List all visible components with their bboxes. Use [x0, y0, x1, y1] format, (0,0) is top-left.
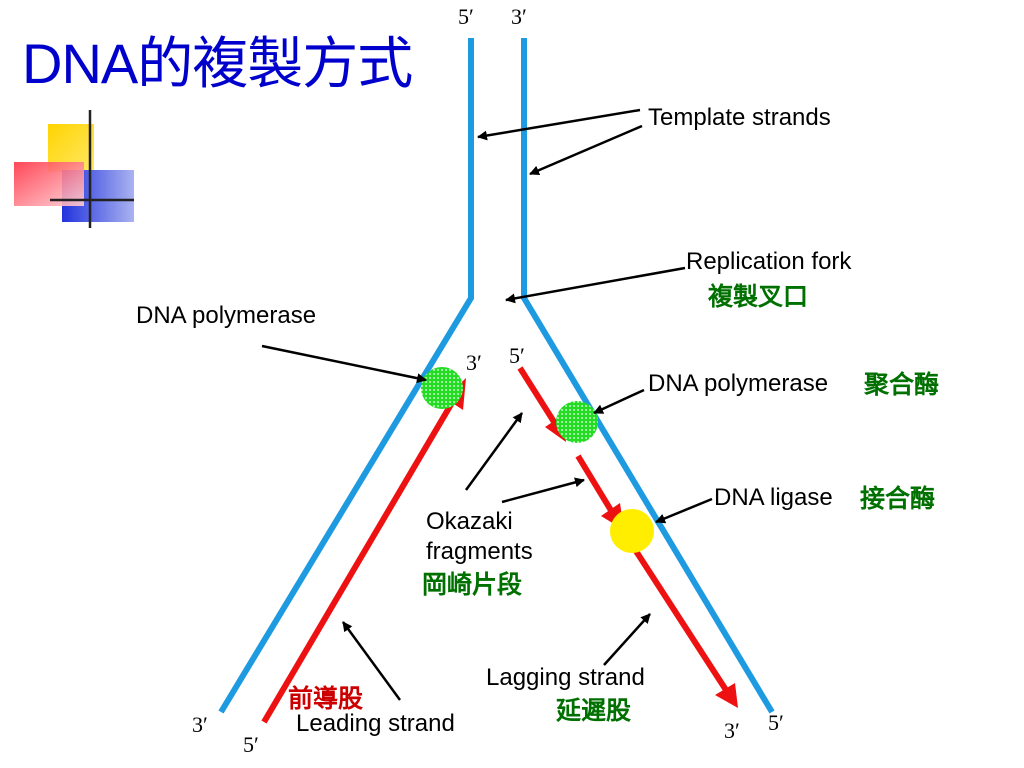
label-lagging-strand-zh: 延遲股 [556, 696, 632, 725]
label-dna-polymerase-left: DNA polymerase [136, 302, 317, 329]
label-dna-polymerase-right: DNA polymerase [648, 370, 829, 397]
end-label-bottom-left-blue: 3′ [192, 712, 208, 737]
end-label-mid-left: 3′ [466, 350, 482, 375]
label-dna-ligase: DNA ligase [714, 484, 833, 511]
okazaki-fragment-3 [631, 546, 729, 692]
arrow-polymerase-right [593, 388, 645, 415]
dna-polymerase-lagging [556, 401, 598, 443]
arrow-leading-strand [341, 621, 402, 701]
arrow-okazaki-upper [464, 412, 524, 491]
okazaki-fragment-3-arrowhead [715, 683, 738, 708]
end-label-bottom-right-blue: 5′ [768, 710, 784, 735]
label-lagging-strand: Lagging strand [486, 664, 645, 691]
label-dna-polymerase-right-zh: 聚合酶 [864, 370, 940, 399]
slide-logo-decoration [14, 110, 134, 228]
arrow-template-left [477, 108, 641, 141]
okazaki-fragment-2 [575, 454, 615, 514]
label-dna-ligase-zh: 接合酶 [860, 484, 936, 513]
label-replication-fork-zh: 複製叉口 [708, 282, 809, 311]
label-okazaki-line2: fragments [426, 538, 533, 565]
label-leading-strand-zh: 前導股 [288, 684, 364, 713]
okazaki-fragment-1 [517, 366, 559, 427]
end-label-bottom-left-red: 5′ [243, 732, 259, 757]
arrow-polymerase-left [261, 344, 427, 384]
end-label-top-left: 5′ [458, 4, 474, 29]
template-strand-left [218, 38, 474, 714]
end-label-mid-right: 5′ [509, 343, 525, 368]
arrow-lagging-strand [603, 613, 651, 666]
dna-polymerase-leading [421, 367, 463, 409]
label-template-strands: Template strands [648, 104, 831, 131]
page-title: DNA的複製方式 [22, 32, 413, 95]
arrow-template-right [529, 124, 643, 176]
label-replication-fork: Replication fork [686, 248, 852, 275]
end-label-bottom-right-red: 3′ [724, 718, 740, 743]
arrow-ligase [655, 497, 713, 524]
dna-ligase [610, 509, 654, 553]
label-okazaki-line1: Okazaki [426, 508, 513, 535]
leading-strand [261, 394, 459, 724]
label-leading-strand: Leading strand [296, 710, 455, 737]
end-label-top-right: 3′ [511, 4, 527, 29]
arrow-okazaki-lower [501, 477, 585, 504]
label-okazaki-zh: 岡崎片段 [422, 570, 523, 599]
arrow-replication-fork [505, 266, 686, 304]
